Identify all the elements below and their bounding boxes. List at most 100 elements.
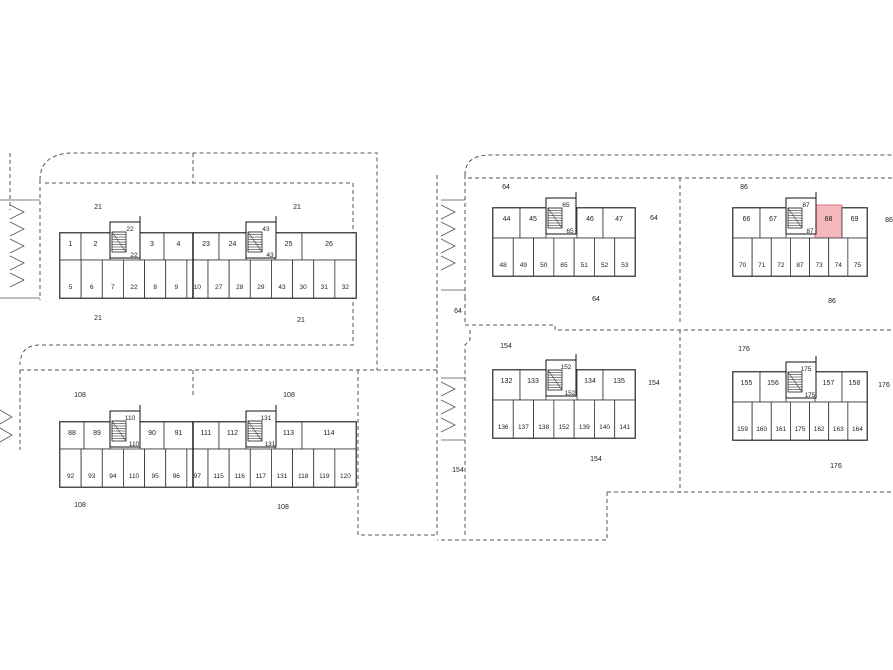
unit-94[interactable] — [101, 448, 124, 488]
unit-118[interactable] — [292, 448, 315, 488]
unit-label-49: 49 — [520, 262, 528, 269]
unit-158[interactable] — [841, 371, 868, 403]
unit-69[interactable] — [841, 207, 868, 239]
unit-66[interactable] — [732, 207, 761, 239]
unit-27[interactable] — [207, 259, 230, 299]
unit-91[interactable] — [163, 421, 194, 450]
unit-70[interactable] — [732, 237, 753, 277]
unit-31[interactable] — [313, 259, 336, 299]
unit-label-10: 10 — [194, 284, 202, 291]
unit-74[interactable] — [828, 237, 849, 277]
unit-111[interactable] — [192, 421, 220, 450]
unit-label-87: 87 — [796, 262, 804, 269]
unit-67[interactable] — [759, 207, 787, 239]
unit-label-72: 72 — [777, 262, 785, 269]
unit-137[interactable] — [512, 399, 534, 439]
unit-label-6: 6 — [90, 284, 94, 291]
unit-label-119: 119 — [319, 473, 330, 480]
unit-label-45: 45 — [529, 216, 537, 223]
unit-73[interactable] — [809, 237, 830, 277]
unit-label-69: 69 — [851, 216, 859, 223]
unit-label-46: 46 — [586, 216, 594, 223]
unit-156[interactable] — [759, 371, 787, 403]
unit-161[interactable] — [770, 401, 791, 441]
unit-8[interactable] — [144, 259, 167, 299]
unit-136[interactable] — [492, 399, 514, 439]
stair-label-top: 87 — [802, 202, 810, 209]
unit-160[interactable] — [751, 401, 772, 441]
unit-6[interactable] — [80, 259, 103, 299]
stair-label-bottom: 65 — [566, 228, 574, 235]
unit-10[interactable] — [186, 259, 209, 299]
unit-95[interactable] — [144, 448, 167, 488]
unit-119[interactable] — [313, 448, 336, 488]
unit-5[interactable] — [59, 259, 82, 299]
unit-115[interactable] — [207, 448, 230, 488]
unit-2[interactable] — [80, 232, 111, 261]
unit-155[interactable] — [732, 371, 761, 403]
unit-92[interactable] — [59, 448, 82, 488]
unit-87[interactable] — [790, 237, 810, 277]
unit-138[interactable] — [533, 399, 555, 439]
unit-49[interactable] — [512, 237, 534, 277]
unit-46[interactable] — [576, 207, 604, 239]
unit-132[interactable] — [492, 369, 521, 401]
unit-157[interactable] — [814, 371, 843, 403]
unit-label-158: 158 — [849, 380, 861, 387]
unit-159[interactable] — [732, 401, 753, 441]
unit-135[interactable] — [602, 369, 636, 401]
unit-28[interactable] — [228, 259, 251, 299]
unit-139[interactable] — [573, 399, 595, 439]
unit-7[interactable] — [101, 259, 124, 299]
unit-30[interactable] — [292, 259, 315, 299]
unit-162[interactable] — [809, 401, 830, 441]
unit-22[interactable] — [123, 259, 145, 299]
unit-label-135: 135 — [613, 378, 625, 385]
unit-164[interactable] — [847, 401, 868, 441]
unit-47[interactable] — [602, 207, 636, 239]
unit-label-131: 131 — [277, 473, 288, 480]
unit-140[interactable] — [594, 399, 616, 439]
unit-29[interactable] — [249, 259, 272, 299]
unit-52[interactable] — [594, 237, 616, 277]
unit-110[interactable] — [123, 448, 145, 488]
unit-117[interactable] — [249, 448, 272, 488]
unit-26[interactable] — [301, 232, 357, 261]
unit-152[interactable] — [553, 399, 575, 439]
unit-72[interactable] — [770, 237, 791, 277]
unit-45[interactable] — [519, 207, 547, 239]
unit-48[interactable] — [492, 237, 514, 277]
unit-163[interactable] — [828, 401, 849, 441]
unit-43[interactable] — [271, 259, 293, 299]
stair-label-top: 131 — [261, 415, 272, 422]
unit-label-92: 92 — [67, 473, 75, 480]
unit-114[interactable] — [301, 421, 357, 450]
unit-141[interactable] — [614, 399, 636, 439]
unit-97[interactable] — [186, 448, 209, 488]
unit-175[interactable] — [790, 401, 810, 441]
unit-93[interactable] — [80, 448, 103, 488]
unit-65[interactable] — [553, 237, 575, 277]
unit-51[interactable] — [573, 237, 595, 277]
unit-50[interactable] — [533, 237, 555, 277]
unit-4[interactable] — [163, 232, 194, 261]
unit-96[interactable] — [165, 448, 188, 488]
unit-120[interactable] — [334, 448, 357, 488]
unit-116[interactable] — [228, 448, 251, 488]
stair-label-top: 43 — [262, 226, 270, 233]
unit-32[interactable] — [334, 259, 357, 299]
unit-label-70: 70 — [739, 262, 747, 269]
unit-44[interactable] — [492, 207, 521, 239]
unit-133[interactable] — [519, 369, 547, 401]
unit-71[interactable] — [751, 237, 772, 277]
unit-75[interactable] — [847, 237, 868, 277]
unit-53[interactable] — [614, 237, 636, 277]
unit-131[interactable] — [271, 448, 293, 488]
unit-134[interactable] — [576, 369, 604, 401]
unit-label-51: 51 — [581, 262, 589, 269]
unit-9[interactable] — [165, 259, 188, 299]
